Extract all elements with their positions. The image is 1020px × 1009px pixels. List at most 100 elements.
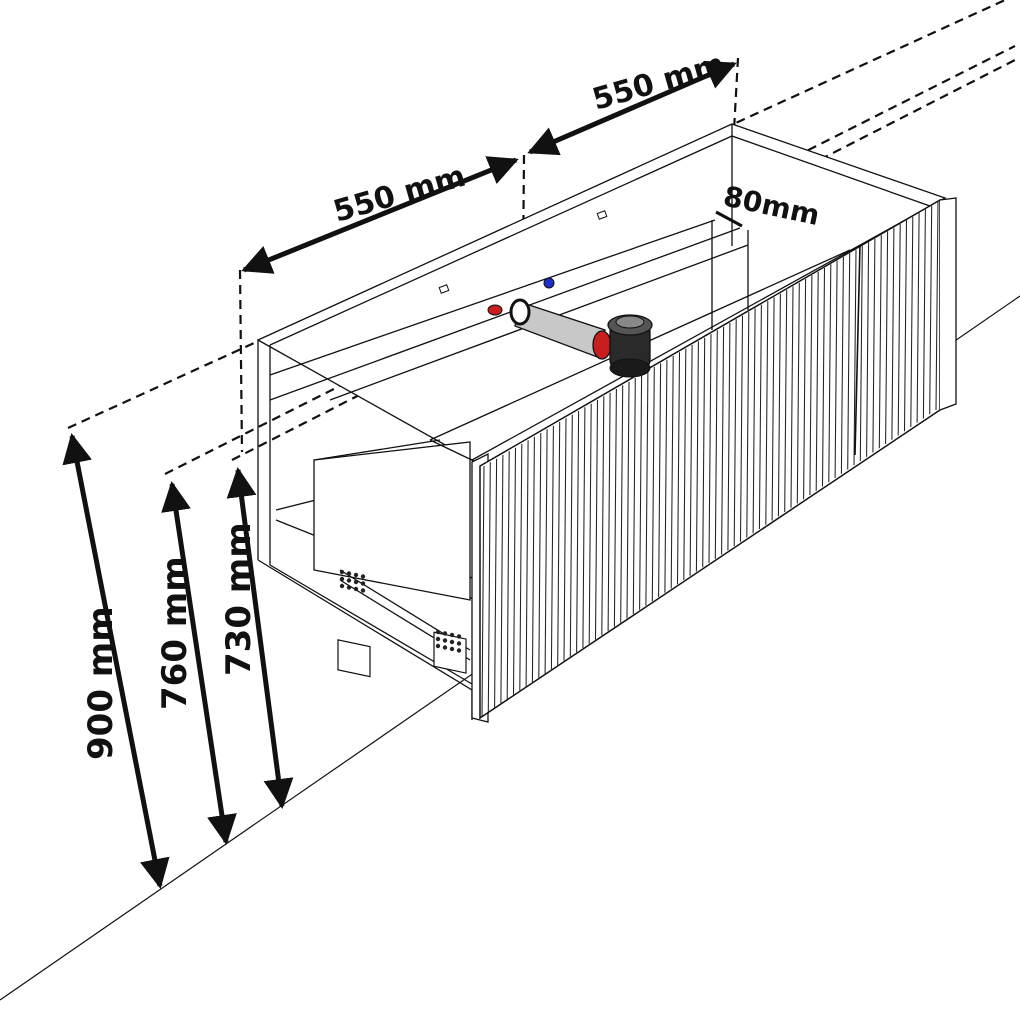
label-width-right: 550 mm <box>589 47 729 118</box>
front-slat <box>613 388 617 627</box>
front-slat <box>702 337 706 568</box>
front-slat <box>519 443 523 691</box>
front-slat <box>601 396 605 636</box>
front-slat <box>872 238 876 453</box>
front-slat <box>765 300 769 525</box>
front-slat <box>487 462 491 712</box>
hinge-hardware <box>337 569 467 678</box>
front-slat <box>815 271 819 491</box>
front-slat <box>859 245 863 462</box>
front-slat <box>727 322 731 551</box>
front-slat <box>866 242 870 457</box>
front-slat <box>658 363 662 598</box>
hinge-screw <box>360 581 366 586</box>
hinge-screw <box>435 629 441 635</box>
front-slat <box>878 234 882 449</box>
front-slat <box>544 429 548 674</box>
hinge-screw <box>442 631 448 636</box>
hinge-screw <box>449 646 455 652</box>
arrow-width-right <box>527 60 737 156</box>
front-slat <box>853 249 857 466</box>
front-slat <box>796 282 800 504</box>
front-slat <box>689 344 693 576</box>
front-slat <box>746 311 750 538</box>
front-slat <box>670 355 674 589</box>
hinge-screw <box>456 648 462 653</box>
hinge-screw <box>339 569 345 575</box>
arrow-height-lower <box>226 467 294 809</box>
front-slat <box>557 421 561 666</box>
hinge-screw <box>346 585 352 590</box>
front-slat <box>714 330 718 559</box>
pipe-end-ring <box>509 298 531 326</box>
wall-anchors <box>438 210 608 294</box>
front-slat <box>582 407 586 649</box>
arrow-height-upper <box>161 481 237 845</box>
front-slat <box>651 366 655 602</box>
hinge-screw <box>339 576 345 582</box>
front-slat <box>481 465 485 717</box>
hinge-screw <box>456 634 462 639</box>
front-slat <box>834 260 838 479</box>
front-slat <box>790 286 794 508</box>
ref-line-right <box>732 57 740 131</box>
front-slat <box>708 333 712 564</box>
front-slat <box>683 348 687 581</box>
front-slat <box>620 385 624 623</box>
front-slat <box>809 275 813 496</box>
front-slat <box>550 425 554 670</box>
front-slat <box>500 454 504 704</box>
front-slat <box>594 399 599 640</box>
front-slat <box>803 278 807 500</box>
front-slat <box>695 341 699 572</box>
ref-line-center <box>520 154 526 386</box>
slatted-front-panel <box>479 197 957 720</box>
label-height-total: 900 mm <box>81 606 121 760</box>
ref-line-760 <box>164 45 1016 475</box>
front-slat <box>494 458 498 708</box>
arrow-height-total <box>62 433 170 889</box>
siphon-assembly <box>509 298 653 378</box>
front-slat <box>525 440 529 687</box>
hinge-screw <box>442 645 448 650</box>
front-slat <box>639 374 643 610</box>
hinge-screw <box>353 572 359 578</box>
hinge-screw <box>346 571 352 576</box>
front-slat <box>531 436 535 683</box>
front-slat <box>771 297 775 521</box>
front-slat <box>664 359 668 593</box>
hot-water-valve <box>487 304 503 316</box>
hinge-screw <box>360 574 366 579</box>
front-slat <box>506 451 510 700</box>
front-slat <box>847 253 851 470</box>
hinge-screw <box>456 641 462 646</box>
water-connections <box>487 277 555 316</box>
front-slat <box>512 447 517 695</box>
front-slat <box>784 289 788 513</box>
front-slat <box>676 352 681 585</box>
front-slat <box>916 212 920 423</box>
hinge-screw <box>346 578 352 583</box>
front-slat <box>929 205 933 415</box>
hinge-screw <box>442 638 448 643</box>
front-slat <box>721 326 725 555</box>
front-slat <box>897 223 901 436</box>
front-slat <box>758 304 762 530</box>
front-slat <box>891 227 895 440</box>
front-slat <box>903 220 908 432</box>
front-slat <box>538 432 542 678</box>
cold-water-valve <box>543 277 555 289</box>
front-slat <box>777 293 781 517</box>
label-height-upper: 760 mm <box>155 556 195 710</box>
front-slat <box>569 414 573 657</box>
hinge-screw <box>353 579 359 585</box>
front-slat <box>910 216 914 428</box>
hinge-screw <box>449 639 455 645</box>
front-slat <box>935 201 939 411</box>
front-slat <box>821 267 826 487</box>
front-slat <box>922 209 926 419</box>
arrow-width-left <box>241 156 519 274</box>
front-slat <box>576 410 580 653</box>
hinge-screw <box>360 588 366 593</box>
